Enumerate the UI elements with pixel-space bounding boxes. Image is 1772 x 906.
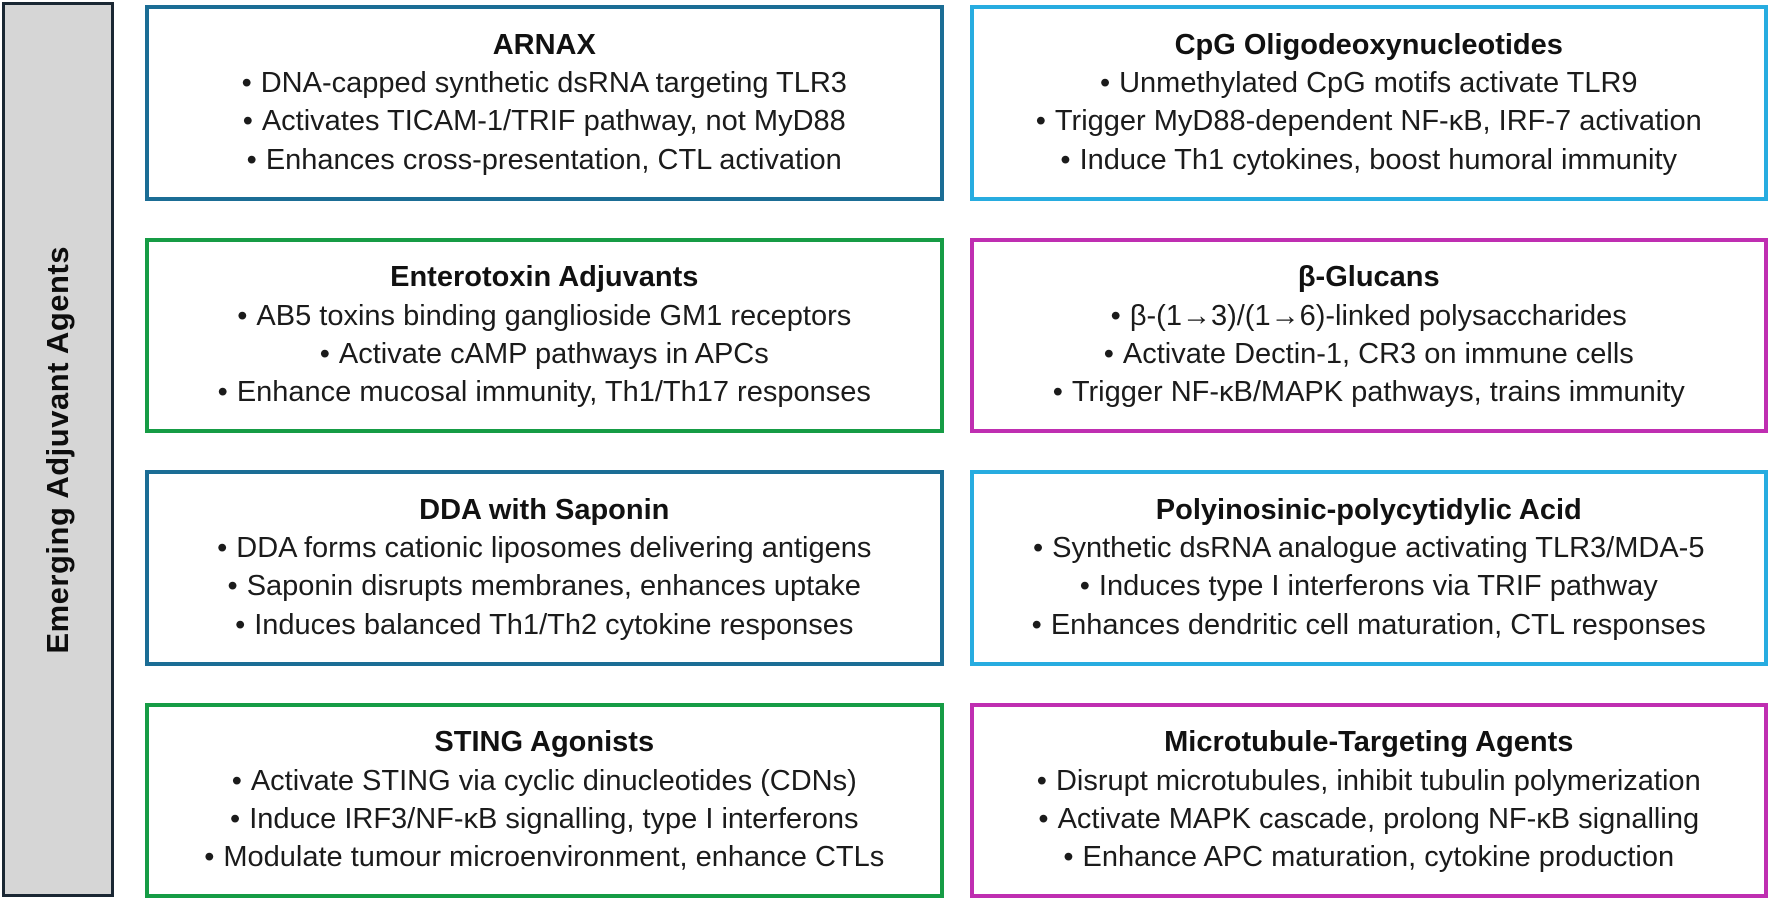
box-title: CpG Oligodeoxynucleotides [1174,28,1563,61]
bullet-icon: • [227,570,238,603]
bullet-item: •AB5 toxins binding ganglioside GM1 rece… [218,297,871,335]
bullet-icon: • [1038,802,1049,835]
sidebar-label: Emerging Adjuvant Agents [40,245,75,654]
bullet-text: Induces type I interferons via TRIF path… [1098,570,1658,603]
bullet-list: •Disrupt microtubules, inhibit tubulin p… [1037,762,1701,877]
bullet-item: •Disrupt microtubules, inhibit tubulin p… [1037,762,1701,800]
bullet-icon: • [1052,376,1063,409]
bullet-item: •β-(1→3)/(1→6)-linked polysaccharides [1053,297,1685,335]
bullet-icon: • [235,608,246,641]
bullet-text: Activate STING via cyclic dinucleotides … [250,764,857,797]
bullet-text: Activate Dectin-1, CR3 on immune cells [1122,337,1634,370]
bullet-text: Trigger NF-κB/MAPK pathways, trains immu… [1071,376,1685,409]
bullet-item: •Activate cAMP pathways in APCs [218,335,871,373]
box-title: Enterotoxin Adjuvants [390,261,699,293]
bullet-list: •DDA forms cationic liposomes delivering… [217,529,871,644]
bullet-item: •Induces type I interferons via TRIF pat… [1032,567,1706,605]
bullet-icon: • [319,337,330,370]
bullet-icon: • [1033,532,1044,565]
box-title: Polyinosinic-polycytidylic Acid [1155,493,1582,526]
adjuvant-box: CpG Oligodeoxynucleotides •Unmethylated … [969,5,1768,201]
bullet-text: Activate MAPK cascade, prolong NF-κB sig… [1057,802,1700,835]
bullet-list: •β-(1→3)/(1→6)-linked polysaccharides •A… [1053,297,1685,412]
adjuvant-boxes-grid: ARNAX •DNA-capped synthetic dsRNA target… [145,5,1768,898]
bullet-icon: • [237,299,248,332]
bullet-icon: • [1079,570,1090,603]
bullet-item: •Unmethylated CpG motifs activate TLR9 [1036,64,1702,102]
bullet-text: Synthetic dsRNA analogue activating TLR3… [1052,532,1705,565]
bullet-item: •Saponin disrupts membranes, enhances up… [217,567,871,605]
adjuvant-box: Microtubule-Targeting Agents •Disrupt mi… [969,702,1768,898]
bullet-item: •DDA forms cationic liposomes delivering… [217,529,871,567]
bullet-text: Activate cAMP pathways in APCs [338,337,769,370]
bullet-icon: • [230,802,241,835]
bullet-icon: • [231,764,242,797]
bullet-list: •Synthetic dsRNA analogue activating TLR… [1032,529,1706,644]
bullet-item: •Enhance APC maturation, cytokine produc… [1037,838,1701,876]
bullet-item: •Trigger NF-κB/MAPK pathways, trains imm… [1053,373,1685,411]
bullet-icon: • [241,67,252,100]
bullet-text: Induces balanced Th1/Th2 cytokine respon… [254,608,854,641]
bullet-icon: • [1036,764,1047,797]
bullet-icon: • [217,376,228,409]
bullet-list: •Unmethylated CpG motifs activate TLR9 •… [1036,64,1702,179]
bullet-item: •Trigger MyD88-dependent NF-κB, IRF-7 ac… [1036,102,1702,140]
bullet-text: DNA-capped synthetic dsRNA targeting TLR… [260,67,847,100]
adjuvant-box: β-Glucans •β-(1→3)/(1→6)-linked polysacc… [969,237,1768,433]
bullet-text: Trigger MyD88-dependent NF-κB, IRF-7 act… [1054,105,1702,138]
bullet-list: •AB5 toxins binding ganglioside GM1 rece… [218,297,871,412]
bullet-text: Enhances cross-presentation, CTL activat… [265,143,842,176]
adjuvant-box: Enterotoxin Adjuvants •AB5 toxins bindin… [145,237,944,433]
bullet-icon: • [242,105,253,138]
bullet-item: •Activate MAPK cascade, prolong NF-κB si… [1037,800,1701,838]
adjuvant-box: DDA with Saponin •DDA forms cationic lip… [145,470,944,666]
bullet-text: Modulate tumour microenvironment, enhanc… [223,841,885,874]
bullet-icon: • [204,841,215,874]
bullet-item: •Activates TICAM-1/TRIF pathway, not MyD… [242,102,847,140]
box-title: ARNAX [492,28,596,61]
bullet-item: •Activate STING via cyclic dinucleotides… [204,762,884,800]
bullet-item: •Enhances dendritic cell maturation, CTL… [1032,606,1706,644]
bullet-item: •Synthetic dsRNA analogue activating TLR… [1032,529,1706,567]
sidebar-emerging-adjuvant-agents: Emerging Adjuvant Agents [2,2,114,897]
bullet-icon: • [1099,67,1111,100]
bullet-item: •Induce IRF3/NF-κB signalling, type I in… [204,800,884,838]
bullet-text: Disrupt microtubules, inhibit tubulin po… [1055,764,1701,797]
bullet-icon: • [1110,299,1121,332]
bullet-text: Unmethylated CpG motifs activate TLR9 [1119,67,1638,100]
adjuvant-box: ARNAX •DNA-capped synthetic dsRNA target… [145,5,944,201]
bullet-text: DDA forms cationic liposomes delivering … [236,532,872,565]
bullet-item: •Induces balanced Th1/Th2 cytokine respo… [217,606,871,644]
bullet-text: Induce IRF3/NF-κB signalling, type I int… [249,802,859,835]
bullet-text: Enhance APC maturation, cytokine product… [1082,841,1675,874]
adjuvant-box: STING Agonists •Activate STING via cycli… [145,702,944,898]
bullet-item: •Enhance mucosal immunity, Th1/Th17 resp… [218,373,871,411]
bullet-text: Enhances dendritic cell maturation, CTL … [1050,608,1706,641]
bullet-icon: • [1103,337,1114,370]
bullet-list: •Activate STING via cyclic dinucleotides… [204,762,884,877]
adjuvant-box: Polyinosinic-polycytidylic Acid •Synthet… [969,470,1768,666]
bullet-icon: • [1060,143,1071,176]
box-title: Microtubule-Targeting Agents [1164,726,1574,758]
box-title: β-Glucans [1297,261,1440,293]
bullet-text: AB5 toxins binding ganglioside GM1 recep… [256,299,852,332]
bullet-item: •Induce Th1 cytokines, boost humoral imm… [1036,141,1702,179]
bullet-icon: • [1035,105,1046,138]
bullet-icon: • [246,143,257,176]
bullet-text: Enhance mucosal immunity, Th1/Th17 respo… [236,376,871,409]
bullet-item: •Enhances cross-presentation, CTL activa… [242,141,847,179]
bullet-item: •Modulate tumour microenvironment, enhan… [204,838,884,876]
bullet-text: β-(1→3)/(1→6)-linked polysaccharides [1129,299,1627,332]
bullet-item: •Activate Dectin-1, CR3 on immune cells [1053,335,1685,373]
bullet-text: Activates TICAM-1/TRIF pathway, not MyD8… [261,105,846,138]
bullet-icon: • [217,532,228,565]
bullet-icon: • [1031,608,1042,641]
box-title: STING Agonists [434,726,655,758]
bullet-list: •DNA-capped synthetic dsRNA targeting TL… [242,64,847,179]
bullet-text: Induce Th1 cytokines, boost humoral immu… [1079,143,1678,176]
bullet-icon: • [1063,841,1074,874]
box-title: DDA with Saponin [419,493,670,526]
bullet-item: •DNA-capped synthetic dsRNA targeting TL… [242,64,847,102]
bullet-text: Saponin disrupts membranes, enhances upt… [246,570,861,603]
